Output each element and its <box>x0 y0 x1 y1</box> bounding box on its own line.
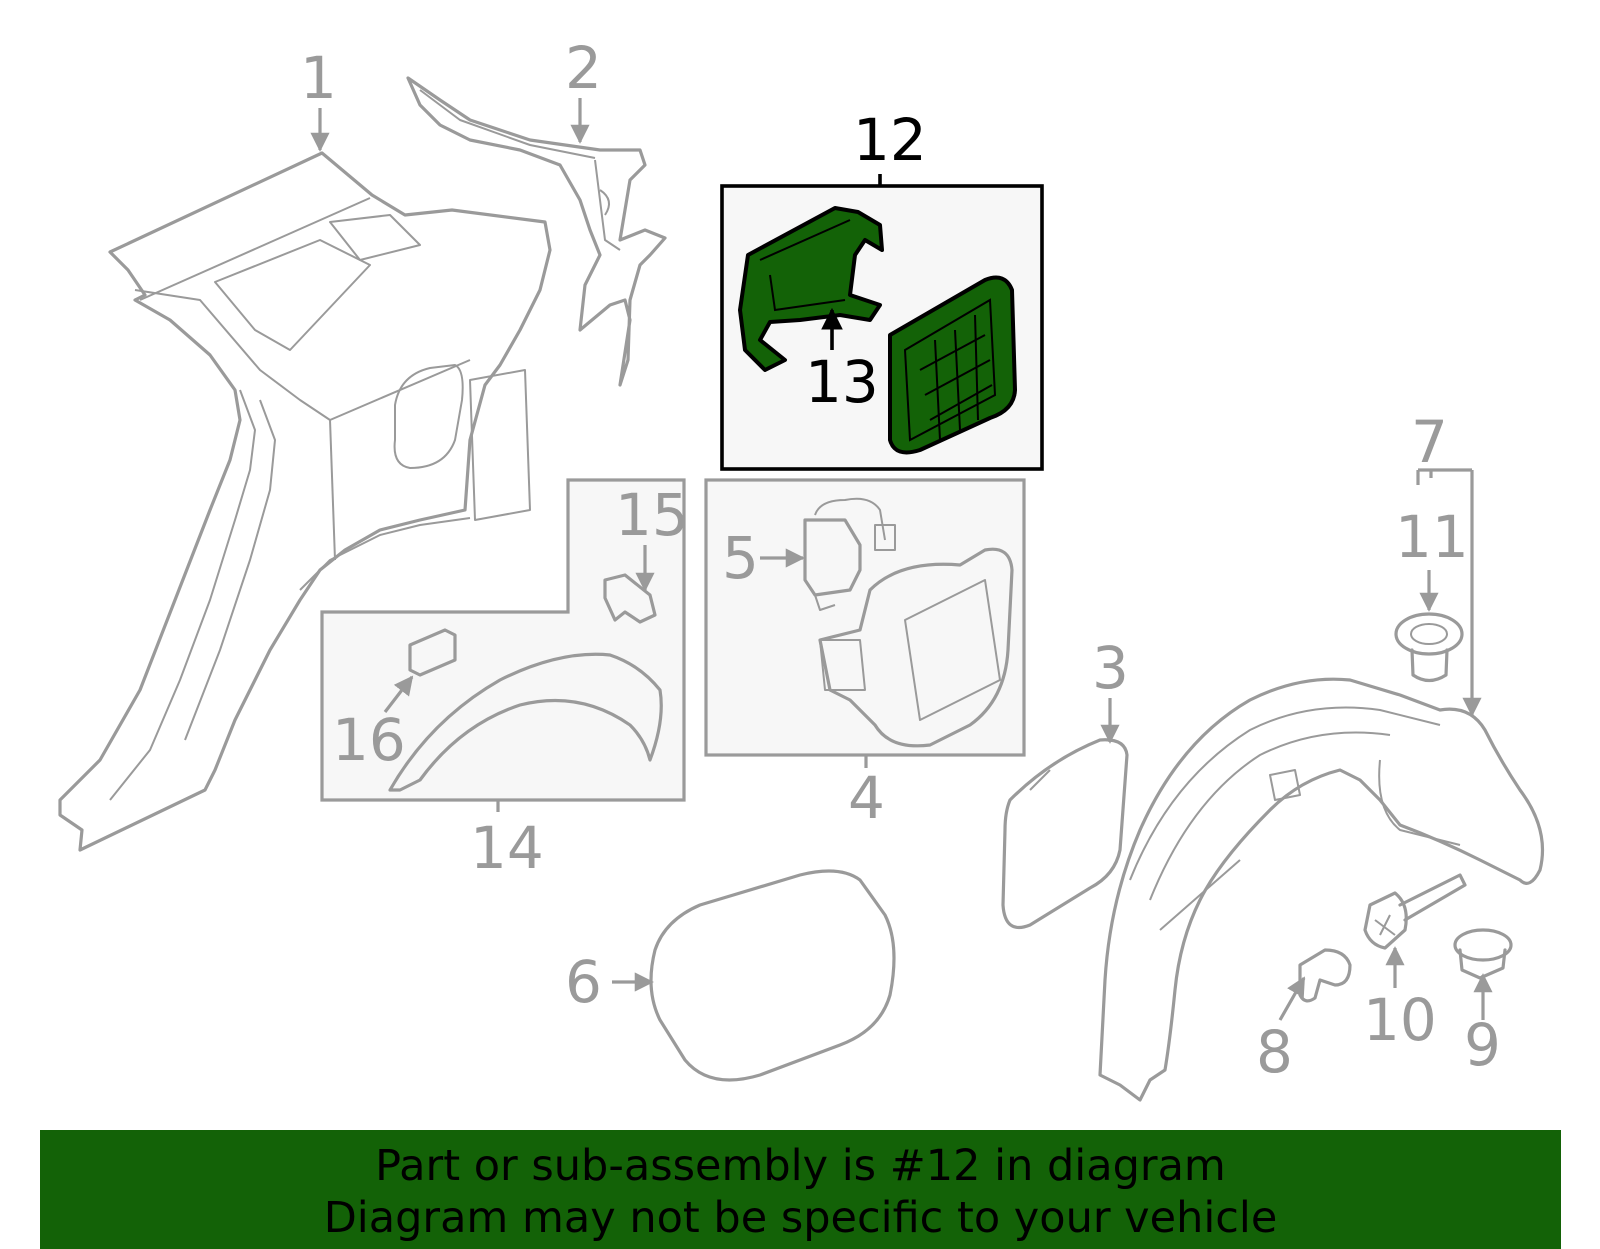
callout-1: 1 <box>300 44 337 112</box>
actuator-part-5 <box>803 518 862 597</box>
callout-16: 16 <box>332 706 406 774</box>
wheel-arch-molding <box>388 652 663 792</box>
callout-13: 13 <box>805 348 879 416</box>
callout-4: 4 <box>848 764 885 832</box>
callout-5: 5 <box>722 524 759 592</box>
callout-7: 7 <box>1411 408 1448 476</box>
fuel-filler-housing-part-12 <box>888 275 1017 455</box>
banner-line-2: Diagram may not be specific to your vehi… <box>323 1193 1278 1243</box>
callout-11: 11 <box>1395 503 1469 571</box>
assembly-box-4 <box>704 478 1026 757</box>
clip-part-15 <box>603 573 657 624</box>
callout-3: 3 <box>1092 634 1129 702</box>
bracket-part-13 <box>738 206 884 372</box>
callout-6: 6 <box>565 948 602 1016</box>
cover-part-3[interactable] <box>1001 738 1129 930</box>
fuel-housing <box>818 547 1014 748</box>
quarter-panel-part-1[interactable] <box>58 151 552 852</box>
info-banner: Part or sub-assembly is #12 in diagram D… <box>40 1130 1561 1249</box>
push-pin-part-8[interactable] <box>1298 948 1352 1003</box>
callout-2: 2 <box>565 34 602 102</box>
nut-part-9[interactable] <box>1453 928 1513 980</box>
highlighted-box-12[interactable] <box>720 184 1044 471</box>
fuel-door-part-6[interactable] <box>649 869 896 1082</box>
callout-15: 15 <box>615 481 689 549</box>
callout-12: 12 <box>853 106 927 174</box>
callout-labels: 1 2 3 4 5 6 7 8 9 10 11 12 13 14 15 16 <box>300 34 1501 1086</box>
inner-bracket-part-2[interactable] <box>406 76 667 387</box>
clip-part-16 <box>408 628 457 677</box>
assembly-box-14 <box>320 478 686 802</box>
callout-10: 10 <box>1363 986 1437 1054</box>
leader-lines <box>310 98 1493 1021</box>
grommet-part-11[interactable] <box>1394 612 1464 683</box>
banner-line-1: Part or sub-assembly is #12 in diagram <box>375 1141 1226 1191</box>
callout-8: 8 <box>1256 1018 1293 1086</box>
wheel-liner-part-7[interactable] <box>1098 677 1544 1102</box>
callout-14: 14 <box>470 814 544 882</box>
screw-part-10[interactable] <box>1363 873 1467 950</box>
callout-9: 9 <box>1464 1011 1501 1079</box>
